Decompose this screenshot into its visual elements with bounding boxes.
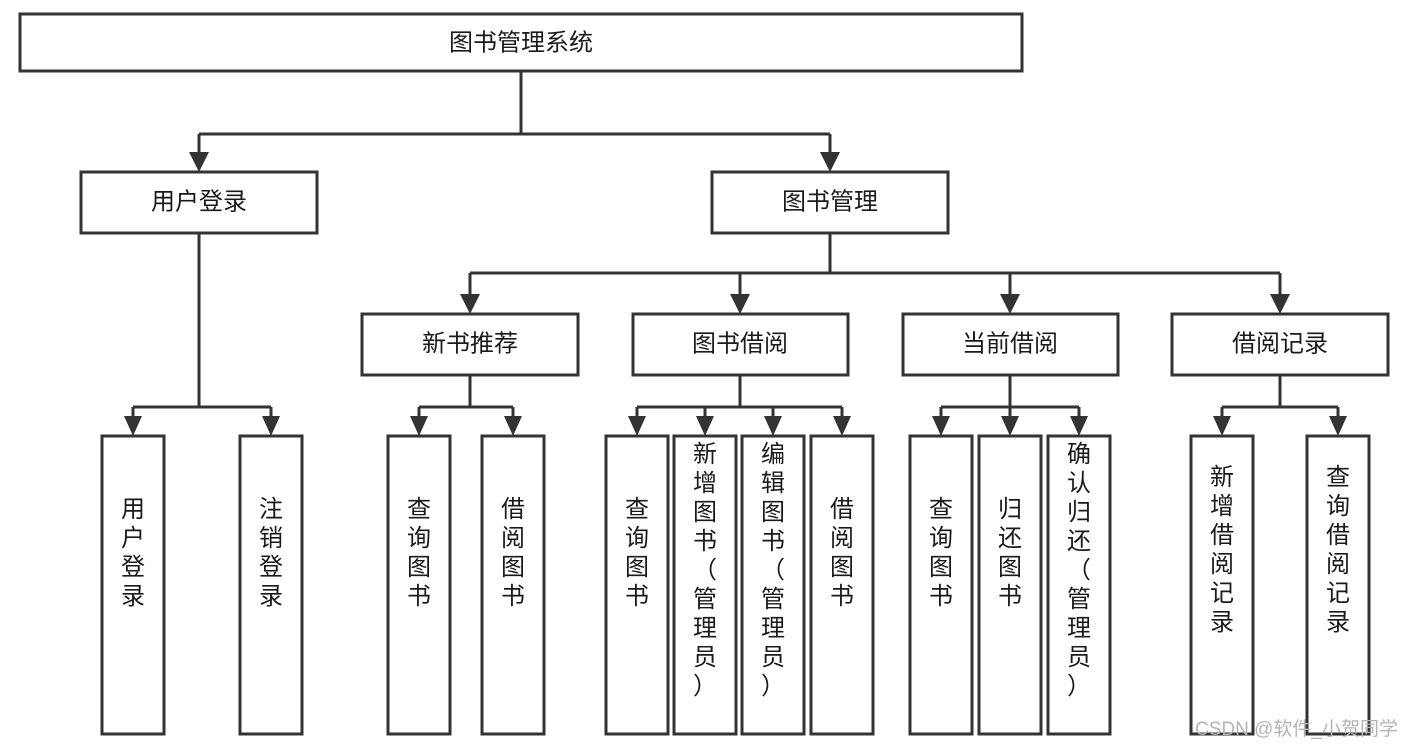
node-leaf-cb-confirm-return-box[interactable] [1046,434,1112,736]
arrowhead-cb-query-book [932,416,950,436]
node-borrow-records-box[interactable] [1170,312,1390,377]
arrowhead-user-login [189,152,209,172]
node-user-login[interactable]: 用户登录 [79,170,319,235]
node-leaf-bb-edit-book[interactable]: 编辑图书（管理员） [740,434,806,736]
node-leaf-cb-query-book-box[interactable] [908,434,974,736]
node-leaf-cb-return-book[interactable]: 归还图书 [977,434,1043,736]
node-leaf-bb-borrow-book-label: 借阅图书 [830,496,854,610]
node-leaf-bb-query-book-box[interactable] [604,434,670,736]
node-leaf-br-query-record-box[interactable] [1305,434,1371,736]
node-new-book-recommend-label: 新书推荐 [422,330,518,357]
node-leaf-br-add-record-box[interactable] [1189,434,1255,736]
arrowhead-bb-edit-book [764,416,782,436]
edges-layer [124,71,1347,436]
node-current-borrow-box[interactable] [901,312,1120,377]
node-leaf-bb-borrow-book[interactable]: 借阅图书 [809,434,875,736]
arrowhead-bb-query-book [628,416,646,436]
node-user-login-box[interactable] [79,170,319,235]
node-leaf-nb-query-book-label: 查询图书 [407,496,431,610]
node-leaf-nb-borrow-book-label: 借阅图书 [501,496,525,610]
node-book-management-label: 图书管理 [782,188,878,215]
arrowhead-current-borrow [1000,294,1020,314]
node-leaf-bb-query-book-label: 查询图书 [625,496,649,610]
node-leaf-cb-return-book-box[interactable] [977,434,1043,736]
node-book-borrow-label: 图书借阅 [692,330,788,357]
arrowhead-bb-borrow-book [833,416,851,436]
node-leaf-br-add-record-label: 新增借阅记录 [1210,464,1234,636]
arrowhead-br-query-record [1329,416,1347,436]
node-book-management-box[interactable] [710,170,950,235]
arrowhead-leaf-logout [262,416,280,436]
node-leaf-bb-add-book-box[interactable] [672,434,738,736]
arrowhead-book-borrow [730,294,750,314]
node-leaf-br-query-record[interactable]: 查询借阅记录 [1305,434,1371,736]
arrowhead-leaf-user-login [124,416,142,436]
node-leaf-cb-query-book-label: 查询图书 [929,496,953,610]
arrowhead-nb-query-book [410,416,428,436]
node-new-book-recommend-box[interactable] [360,312,580,377]
node-leaf-cb-confirm-return-label: 确认归还（管理员） [1067,441,1091,700]
node-leaf-cb-return-book-label: 归还图书 [998,496,1022,610]
node-book-borrow-box[interactable] [631,312,850,377]
node-root-box[interactable] [18,12,1024,73]
node-leaf-logout-label: 注销登录 [259,496,283,610]
arrowhead-br-add-record [1213,416,1231,436]
node-leaf-br-add-record[interactable]: 新增借阅记录 [1189,434,1255,736]
node-leaf-bb-add-book[interactable]: 新增图书（管理员） [672,434,738,736]
arrowhead-borrow-records [1270,294,1290,314]
node-leaf-bb-add-book-label: 新增图书（管理员） [693,441,717,700]
arrowhead-cb-return-book [1001,416,1019,436]
node-current-borrow[interactable]: 当前借阅 [901,312,1120,377]
node-leaf-cb-query-book[interactable]: 查询图书 [908,434,974,736]
node-borrow-records-label: 借阅记录 [1232,330,1328,357]
node-book-management[interactable]: 图书管理 [710,170,950,235]
arrowhead-cb-confirm-return [1070,416,1088,436]
node-leaf-user-login[interactable]: 用户登录 [100,434,166,736]
node-leaf-nb-borrow-book-box[interactable] [480,434,546,736]
node-leaf-user-login-box[interactable] [100,434,166,736]
node-borrow-records[interactable]: 借阅记录 [1170,312,1390,377]
node-user-login-label: 用户登录 [151,188,247,215]
node-leaf-user-login-label: 用户登录 [121,496,145,610]
arrowhead-book-mgmt [820,152,840,172]
node-leaf-logout[interactable]: 注销登录 [238,434,304,736]
node-leaf-bb-edit-book-label: 编辑图书（管理员） [761,441,785,700]
node-leaf-bb-query-book[interactable]: 查询图书 [604,434,670,736]
node-leaf-nb-query-book[interactable]: 查询图书 [386,434,452,736]
node-root-label: 图书管理系统 [449,29,593,56]
arrowhead-new-book-recommend [460,294,480,314]
node-leaf-bb-borrow-book-box[interactable] [809,434,875,736]
node-leaf-br-query-record-label: 查询借阅记录 [1326,464,1350,636]
node-current-borrow-label: 当前借阅 [962,330,1058,357]
node-leaf-nb-query-book-box[interactable] [386,434,452,736]
csdn-watermark: CSDN @软件_小贺同学 [1195,718,1398,740]
node-leaf-cb-confirm-return[interactable]: 确认归还（管理员） [1046,434,1112,736]
arrowhead-bb-add-book [696,416,714,436]
node-root-system[interactable]: 图书管理系统 [18,12,1024,73]
node-leaf-bb-edit-book-box[interactable] [740,434,806,736]
node-book-borrow[interactable]: 图书借阅 [631,312,850,377]
node-leaf-logout-box[interactable] [238,434,304,736]
arrowhead-nb-borrow-book [504,416,522,436]
node-new-book-recommend[interactable]: 新书推荐 [360,312,580,377]
node-leaf-nb-borrow-book[interactable]: 借阅图书 [480,434,546,736]
